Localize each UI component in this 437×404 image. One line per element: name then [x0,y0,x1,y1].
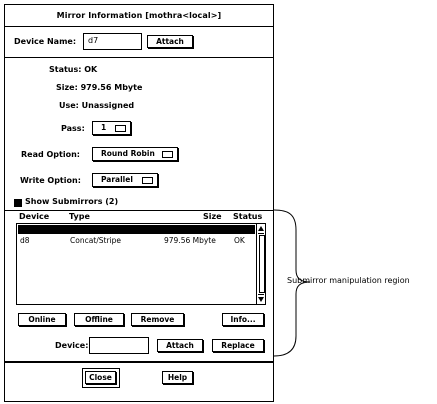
table-row[interactable] [18,225,255,234]
info-button[interactable]: Info... [222,313,264,326]
column-header-status: Status [233,212,263,221]
region-bracket-icon [273,209,311,357]
menu-button-icon [142,177,153,184]
row-status: OK [234,236,245,245]
submirror-device-field[interactable] [89,337,149,354]
device-name-label: Device Name: [14,37,77,46]
status-text: Status: OK [49,65,98,74]
write-option-label: Write Option: [20,176,81,185]
annotation-label: Submirror manipulation region [287,276,410,285]
section-divider-1 [5,57,273,58]
attach-submirror-button[interactable]: Attach [157,339,203,352]
replace-button[interactable]: Replace [212,339,264,352]
section-divider-2 [5,210,273,211]
size-text: Size: 979.56 Mbyte [56,83,143,92]
show-submirrors-label: Show Submirrors (2) [25,197,119,206]
title-divider [5,26,273,27]
use-text: Use: Unassigned [59,101,135,110]
row-device: d8 [20,236,30,245]
row-size: 979.56 Mbyte [164,236,216,245]
write-option-menu[interactable]: Parallel [92,173,158,187]
pass-value: 1 [101,123,107,132]
list-scrollbar[interactable] [256,223,266,305]
submirror-list[interactable]: d8 Concat/Stripe 979.56 Mbyte OK [16,223,257,305]
device-label: Device: [55,341,89,350]
close-default-ring [82,368,120,388]
footer-divider [5,361,273,363]
pass-label: Pass: [61,124,85,133]
online-button[interactable]: Online [18,313,66,326]
read-option-menu[interactable]: Round Robin [92,147,178,161]
device-name-field[interactable]: d7 [83,33,142,50]
remove-button[interactable]: Remove [131,313,184,326]
menu-button-icon [115,125,126,132]
column-header-device: Device [19,212,50,221]
device-name-value: d7 [88,36,99,45]
pass-menu[interactable]: 1 [92,121,131,135]
help-button[interactable]: Help [162,371,193,384]
row-type: Concat/Stripe [70,236,122,245]
close-button[interactable]: Close [85,371,116,384]
mirror-information-window: Mirror Information [mothra<local>] Devic… [4,4,274,402]
table-row[interactable]: d8 Concat/Stripe 979.56 Mbyte OK [18,236,255,246]
offline-button[interactable]: Offline [74,313,124,326]
window-title: Mirror Information [mothra<local>] [56,11,222,20]
column-header-type: Type [69,212,90,221]
write-option-value: Parallel [101,175,133,184]
show-submirrors-checkbox[interactable] [14,199,22,207]
attach-button[interactable]: Attach [147,35,193,48]
menu-button-icon [162,151,173,158]
column-header-size: Size [203,212,222,221]
scroll-up-icon[interactable] [258,225,264,234]
read-option-value: Round Robin [101,149,155,158]
read-option-label: Read Option: [21,150,80,159]
scroll-thumb[interactable] [259,235,265,293]
scroll-down-icon[interactable] [258,294,264,303]
